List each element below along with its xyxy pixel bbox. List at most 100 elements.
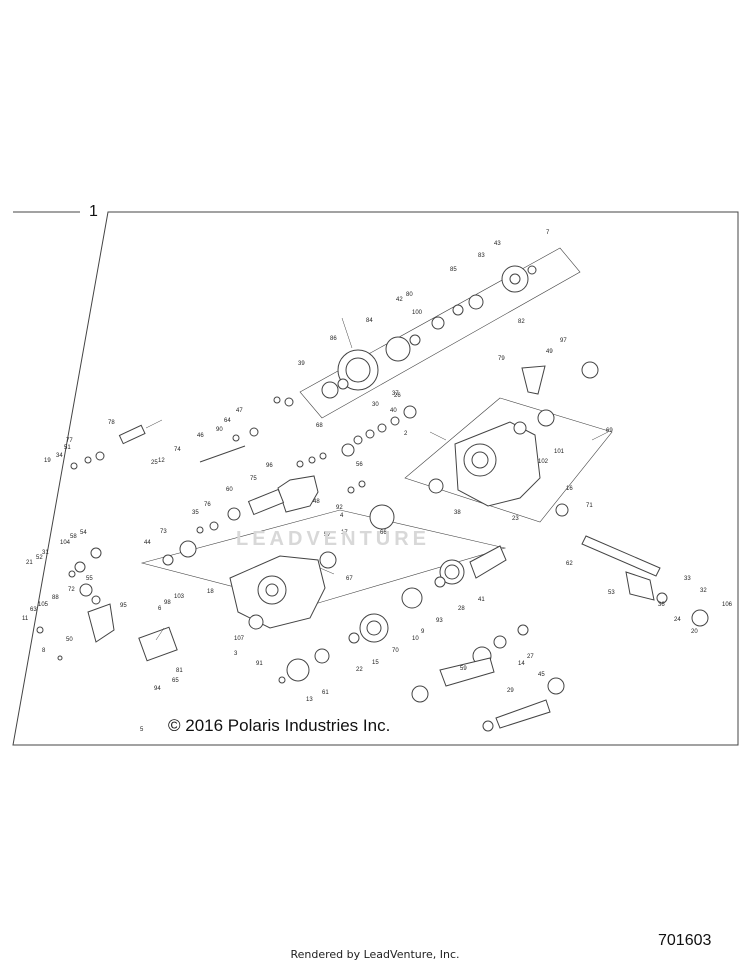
callout-label: 57 (324, 532, 331, 538)
left-case (138, 551, 337, 662)
assembly-number: 1 (89, 203, 98, 220)
callout-label: 29 (507, 688, 514, 694)
callout-label: 103 (174, 594, 185, 600)
output-shaft (521, 361, 709, 627)
callout-label: 2 (404, 431, 408, 437)
callout-label: 39 (298, 361, 305, 367)
callout-label: 24 (674, 617, 681, 623)
callout-label: 101 (554, 449, 565, 455)
callout-label: 19 (44, 458, 51, 464)
callout-label: 60 (226, 487, 233, 493)
callout-label: 98 (164, 600, 171, 606)
shift-drum (70, 396, 294, 470)
callout-label: 59 (460, 666, 467, 672)
callout-label: 65 (172, 678, 179, 684)
callout-label: 8 (42, 648, 46, 654)
callout-label: 43 (494, 241, 501, 247)
callout-label: 70 (392, 648, 399, 654)
callout-label: 48 (313, 499, 320, 505)
callout-label: 82 (518, 319, 525, 325)
callout-label: 45 (538, 672, 545, 678)
callout-label: 97 (560, 338, 567, 344)
callout-label: 81 (176, 668, 183, 674)
callout-label: 53 (608, 590, 615, 596)
callout-label: 35 (192, 510, 199, 516)
callout-label: 9 (421, 629, 425, 635)
watermark: LEADVENTURE (236, 528, 431, 550)
callout-label: 46 (197, 433, 204, 439)
middle-gears (162, 405, 417, 566)
callout-label: 31 (42, 550, 49, 556)
callout-label: 4 (340, 513, 344, 519)
callout-label: 83 (478, 253, 485, 259)
callout-label: 77 (66, 438, 73, 444)
callout-label: 44 (144, 540, 151, 546)
callout-label: 20 (691, 629, 698, 635)
callout-label: 22 (356, 667, 363, 673)
callout-label: 95 (120, 603, 127, 609)
callout-label: 78 (108, 420, 115, 426)
callout-label: 6 (158, 606, 162, 612)
callout-label: 26 (394, 393, 401, 399)
callout-label: 100 (412, 310, 423, 316)
callout-label: 36 (658, 602, 665, 608)
callout-label: 14 (518, 661, 525, 667)
render-credit: Rendered by LeadVenture, Inc. (290, 948, 460, 961)
callout-label: 7 (546, 230, 550, 236)
callout-label: 91 (256, 661, 263, 667)
callout-label: 18 (207, 589, 214, 595)
callout-label: 54 (80, 530, 87, 536)
callout-label: 3 (234, 651, 238, 657)
callout-label: 21 (26, 560, 33, 566)
callout-label: 68 (316, 423, 323, 429)
callout-label: 42 (396, 297, 403, 303)
callout-label: 63 (30, 607, 37, 613)
callout-label: 50 (66, 637, 73, 643)
callout-label: 94 (154, 686, 161, 692)
lower-gears (278, 545, 565, 732)
callout-label: 52 (36, 555, 43, 561)
callout-label: 30 (372, 402, 379, 408)
callout-label: 104 (60, 540, 71, 546)
callout-label: 88 (52, 595, 59, 601)
callout-label: 33 (684, 576, 691, 582)
callout-label: 102 (538, 459, 549, 465)
callout-label: 66 (380, 530, 387, 536)
callout-label: 93 (436, 618, 443, 624)
callout-label: 37 (392, 391, 399, 397)
callout-label: 90 (216, 427, 223, 433)
diagram-id: 701603 (658, 932, 712, 949)
callout-label: 56 (356, 462, 363, 468)
callout-label: 86 (330, 336, 337, 342)
callout-label: 75 (250, 476, 257, 482)
callout-label: 27 (527, 654, 534, 660)
callout-label: 76 (204, 502, 211, 508)
callout-label: 96 (266, 463, 273, 469)
callout-label: 62 (566, 561, 573, 567)
callout-label: 32 (700, 588, 707, 594)
callout-label: 80 (406, 292, 413, 298)
callout-label: 38 (454, 510, 461, 516)
callout-label: 72 (68, 587, 75, 593)
callout-label: 85 (450, 267, 457, 273)
callout-label: 92 (336, 505, 343, 511)
callout-labels: 2 3 4 5 6 7 8 9 10 11 12 13 14 15 16 17 … (22, 230, 733, 733)
callout-label: 47 (236, 408, 243, 414)
callout-label: 71 (586, 503, 593, 509)
callout-label: 5 (140, 727, 144, 733)
callout-label: 106 (722, 602, 733, 608)
callout-label: 10 (412, 636, 419, 642)
leader-lines (145, 317, 609, 641)
right-case (428, 409, 555, 507)
callout-label: 64 (224, 418, 231, 424)
callout-label: 67 (346, 576, 353, 582)
copyright-notice: © 2016 Polaris Industries Inc. (168, 716, 391, 735)
callout-label: 28 (458, 606, 465, 612)
callout-label: 51 (64, 445, 71, 451)
callout-label: 105 (38, 602, 49, 608)
upper-gear-stack (321, 265, 537, 399)
callout-label: 34 (56, 453, 63, 459)
callout-label: 84 (366, 318, 373, 324)
callout-label: 17 (341, 530, 348, 536)
